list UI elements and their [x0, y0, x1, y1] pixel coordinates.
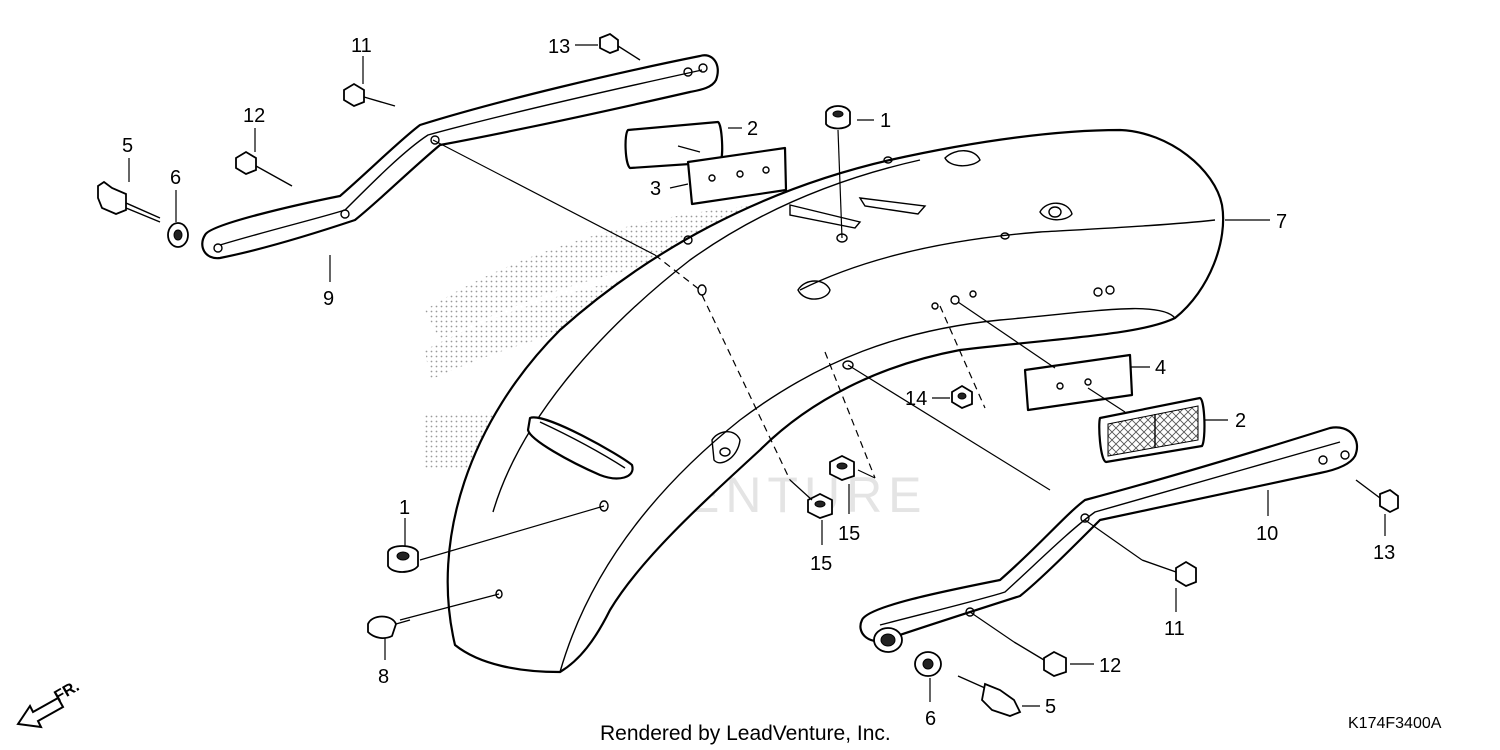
callout-1-grommet-upper: 1 — [880, 110, 891, 132]
nut-15-a — [829, 454, 855, 481]
rear-fender — [446, 128, 1225, 674]
callout-2-reflector: 2 — [1235, 410, 1246, 432]
callout-1-grommet-lower: 1 — [399, 497, 410, 519]
callout-5-bolt-upper: 5 — [122, 135, 133, 157]
rear-reflector-2 — [1098, 396, 1206, 464]
bolt-13-lower — [1355, 479, 1399, 514]
collar-6-upper — [167, 222, 189, 248]
rivet-8 — [367, 615, 411, 639]
bolt-11-lower — [1141, 559, 1197, 588]
callout-labels: 1 2 3 4 5 6 7 8 9 10 11 12 13 14 15 1 2 … — [122, 35, 1395, 730]
bolt-5-upper — [97, 180, 161, 223]
callout-2-reflector-base: 2 — [747, 118, 758, 140]
bolt-12-lower — [1013, 641, 1067, 677]
nut-15-b — [807, 492, 833, 519]
callout-13-bolt-upper: 13 — [548, 36, 570, 58]
callout-10-rail-lower: 10 — [1256, 523, 1278, 545]
bolt-11-upper — [343, 82, 396, 108]
callout-11-bolt-lower: 11 — [1164, 618, 1185, 640]
diagram-code: K174F3400A — [1348, 715, 1442, 732]
bolt-12-upper — [235, 150, 293, 187]
rendered-by-credit: Rendered by LeadVenture, Inc. — [600, 722, 891, 745]
callout-13-bolt-lower: 13 — [1373, 542, 1395, 564]
leader-lines — [128, 44, 1386, 707]
grommet-1-upper — [825, 105, 851, 130]
nut-14 — [951, 384, 973, 410]
bolt-13-upper — [599, 32, 641, 61]
callout-8-rivet: 8 — [378, 666, 389, 688]
collar-6-lower — [914, 651, 942, 677]
callout-12-bolt-lower: 12 — [1099, 655, 1121, 677]
callout-15-nut-b: 15 — [810, 553, 832, 575]
callout-5-bolt-lower: 5 — [1045, 696, 1056, 718]
assembly-lines — [399, 129, 1143, 643]
rail-upper-left — [201, 54, 719, 260]
callout-9-rail-upper: 9 — [323, 288, 334, 310]
callout-4-bracket: 4 — [1155, 357, 1166, 379]
callout-14-nut: 14 — [905, 388, 927, 410]
callout-6-collar-upper: 6 — [170, 167, 181, 189]
reflector-bracket-4 — [1023, 353, 1134, 412]
callout-6-collar-lower: 6 — [925, 708, 936, 730]
reflector-bracket-3 — [677, 145, 788, 206]
front-direction-arrow: FR. — [16, 678, 82, 729]
callout-11-bolt-upper: 11 — [351, 35, 372, 57]
callout-3-bracket: 3 — [650, 178, 661, 200]
grommet-1-lower — [387, 545, 419, 573]
callout-12-bolt-upper: 12 — [243, 105, 265, 127]
callout-7-fender: 7 — [1276, 211, 1287, 233]
callout-15-nut-a: 15 — [838, 523, 860, 545]
rail-lower-right — [859, 426, 1358, 653]
bolt-5-lower — [957, 675, 1022, 717]
